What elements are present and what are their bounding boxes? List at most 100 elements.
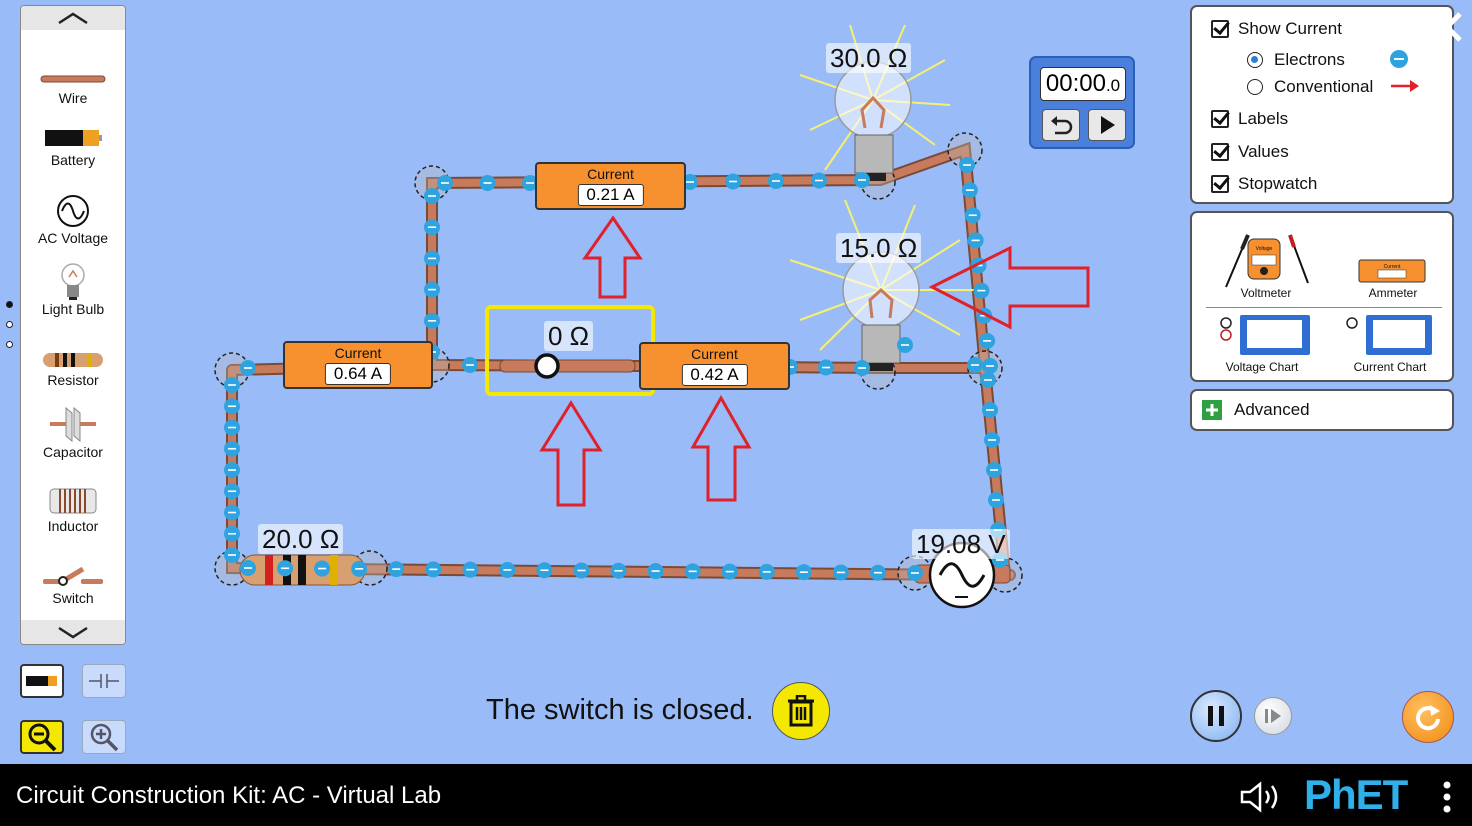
ammeter-icon: Current — [1358, 259, 1426, 283]
ammeter-title: Current — [334, 345, 382, 361]
schematic-capacitor-icon — [89, 674, 119, 688]
advanced-label: Advanced — [1234, 400, 1310, 419]
resistor-resistance-label: 20.0 Ω — [258, 524, 344, 554]
arrow-left-annotation — [928, 245, 1090, 330]
schematic-view-button[interactable] — [82, 664, 126, 698]
delete-button[interactable] — [772, 682, 830, 740]
source-voltage-label: 19.08 V — [912, 529, 1010, 559]
ammeter-title: Current — [587, 166, 634, 182]
voltmeter-tool[interactable]: Voltage — [1218, 225, 1314, 293]
zoom-in-button[interactable] — [82, 720, 126, 754]
toolbox-item-label: AC Voltage — [37, 230, 109, 246]
stopwatch-checkbox[interactable]: Stopwatch — [1211, 174, 1317, 194]
electrons-label: Electrons — [1274, 50, 1345, 69]
zoom-in-icon — [90, 723, 119, 752]
light-bulb-middle[interactable] — [789, 199, 975, 371]
toolbox-item-inductor[interactable]: Inductor — [21, 484, 125, 534]
ammeter-reading: 0.42 A — [681, 364, 748, 386]
reset-icon — [1416, 705, 1440, 731]
bulb-top-resistance-label: 30.0 Ω — [826, 43, 912, 73]
toolbox-item-light-bulb[interactable]: Light Bulb — [21, 261, 125, 317]
play-icon — [1101, 116, 1115, 134]
display-options-panel: Show Current Electrons Conventional Labe… — [1190, 5, 1454, 204]
page-dot[interactable] — [6, 321, 13, 328]
zoom-out-icon — [28, 723, 57, 752]
zoom-out-button[interactable] — [20, 720, 64, 754]
current-chart-label: Current Chart — [1353, 360, 1427, 374]
voltage-chart-icon — [1220, 315, 1310, 355]
toolbox-item-ac-voltage[interactable]: AC Voltage — [21, 192, 125, 246]
toolbox-item-capacitor[interactable]: Capacitor — [21, 404, 125, 460]
ammeter-middle[interactable]: Current 0.42 A — [639, 342, 790, 390]
switch-resistance-label: 0 Ω — [544, 321, 594, 351]
ammeter-left[interactable]: Current 0.64 A — [283, 341, 433, 389]
values-label: Values — [1238, 142, 1289, 161]
current-chart-tool[interactable] — [1344, 313, 1438, 357]
stopwatch-play-button[interactable] — [1088, 109, 1126, 141]
inductor-icon — [49, 488, 97, 514]
stopwatch-panel[interactable]: 00:00.0 — [1029, 56, 1135, 149]
bulb-middle-resistance-label: 15.0 Ω — [836, 233, 922, 263]
switch-component[interactable] — [499, 353, 636, 379]
labels-label: Labels — [1238, 109, 1289, 128]
toolbox-scroll-down-button[interactable] — [21, 620, 125, 644]
chevron-up-icon — [58, 12, 88, 25]
reset-all-button[interactable] — [1402, 691, 1454, 743]
toolbox-item-resistor[interactable]: Resistor — [21, 348, 125, 388]
values-checkbox[interactable]: Values — [1211, 142, 1289, 162]
stopwatch-display: 00:00.0 — [1040, 67, 1126, 101]
stopwatch-label: Stopwatch — [1238, 174, 1318, 193]
step-forward-button[interactable] — [1254, 697, 1292, 735]
phet-logo[interactable]: PhET — [1304, 771, 1408, 818]
advanced-panel[interactable]: Advanced — [1190, 389, 1454, 431]
battery-icon — [26, 676, 57, 686]
page-dot[interactable] — [6, 341, 13, 348]
wire-icon — [40, 75, 106, 83]
current-chart-icon — [1346, 315, 1432, 355]
toolbox-scroll-up-button[interactable] — [21, 6, 125, 30]
status-message: The switch is closed. — [486, 694, 754, 726]
stopwatch-reset-button[interactable] — [1042, 109, 1080, 141]
stopwatch-hundredths: .0 — [1105, 76, 1121, 95]
ammeter-top[interactable]: Current 0.21 A — [535, 162, 686, 210]
ammeter-reading: 0.21 A — [577, 184, 644, 206]
show-current-checkbox[interactable]: Show Current — [1211, 19, 1342, 39]
conventional-arrow-icon — [1391, 80, 1419, 92]
conventional-radio[interactable]: Conventional — [1247, 77, 1373, 97]
ammeter-badge: Current — [1384, 264, 1401, 270]
tools-divider — [1206, 307, 1442, 308]
battery-icon — [45, 130, 102, 146]
labels-checkbox[interactable]: Labels — [1211, 109, 1288, 129]
switch-icon — [43, 566, 103, 586]
arrow-up-annotation — [539, 400, 603, 507]
ammeter-tool[interactable]: Current — [1358, 259, 1426, 283]
step-forward-icon — [1265, 709, 1281, 723]
ammeter-label: Ammeter — [1368, 286, 1418, 300]
pause-button[interactable] — [1190, 690, 1242, 742]
voltmeter-badge: Voltage — [1256, 246, 1273, 252]
toolbox-item-battery[interactable]: Battery — [21, 124, 125, 168]
toolbox-item-switch[interactable]: Switch — [21, 564, 125, 606]
ammeter-title: Current — [691, 346, 738, 362]
sound-icon[interactable] — [1238, 780, 1286, 814]
light-bulb-top[interactable] — [799, 24, 951, 181]
voltage-chart-tool[interactable] — [1218, 313, 1312, 357]
show-current-label: Show Current — [1238, 19, 1342, 38]
close-icon[interactable] — [1429, 9, 1465, 45]
resistor-component[interactable] — [239, 554, 366, 586]
resistor-icon — [43, 353, 103, 367]
page-dot[interactable] — [6, 301, 13, 308]
toolbox-item-wire[interactable]: Wire — [21, 68, 125, 106]
menu-dots-icon[interactable] — [1440, 780, 1454, 814]
electrons-radio[interactable]: Electrons — [1247, 50, 1345, 70]
toolbox-item-label: Battery — [50, 152, 96, 168]
conventional-label: Conventional — [1274, 77, 1374, 96]
circuit-canvas — [214, 24, 1090, 609]
toolbox-item-label: Capacitor — [43, 444, 103, 460]
vertex[interactable] — [947, 132, 983, 168]
stopwatch-time: 00:00 — [1045, 70, 1106, 97]
toolbox-item-label: Light Bulb — [41, 301, 105, 317]
lifelike-view-button[interactable] — [20, 664, 64, 698]
arrow-up-annotation — [582, 215, 643, 299]
component-toolbox: Wire Battery AC Voltage Light Bulb Resis… — [20, 5, 126, 645]
